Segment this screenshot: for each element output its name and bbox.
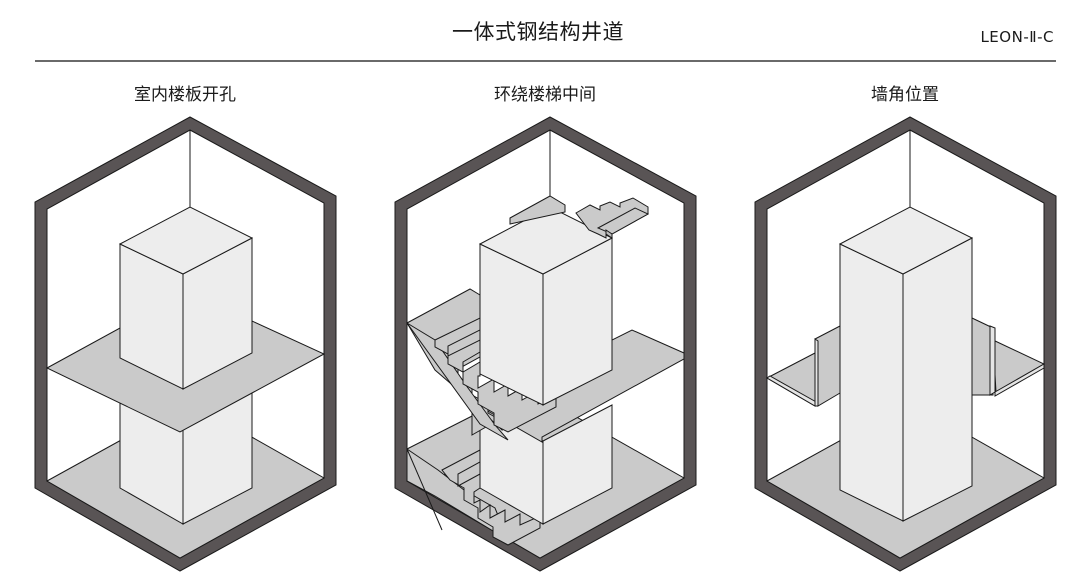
diagram-title: 一体式钢结构井道 bbox=[452, 20, 624, 44]
model-code: LEON-Ⅱ-C bbox=[980, 28, 1054, 46]
panel-caption-floor-opening: 室内楼板开孔 bbox=[134, 85, 236, 105]
shaft-column bbox=[838, 206, 974, 522]
upper-shaft-block bbox=[118, 206, 254, 390]
panel-caption-stair-surround: 环绕楼梯中间 bbox=[494, 85, 596, 105]
panel-wall-corner bbox=[754, 116, 1057, 572]
panel-stair-surround bbox=[394, 116, 697, 572]
header-divider bbox=[35, 60, 1056, 62]
left-angle-bracket bbox=[765, 325, 841, 407]
right-angle-bracket bbox=[971, 317, 1046, 397]
panel-floor-opening bbox=[34, 116, 337, 572]
lower-stair-flight bbox=[406, 411, 541, 546]
panel-caption-wall-corner: 墙角位置 bbox=[871, 85, 939, 105]
top-stair-flight bbox=[509, 195, 650, 239]
lower-shaft-block bbox=[479, 404, 613, 525]
upper-shaft-block bbox=[478, 206, 614, 406]
